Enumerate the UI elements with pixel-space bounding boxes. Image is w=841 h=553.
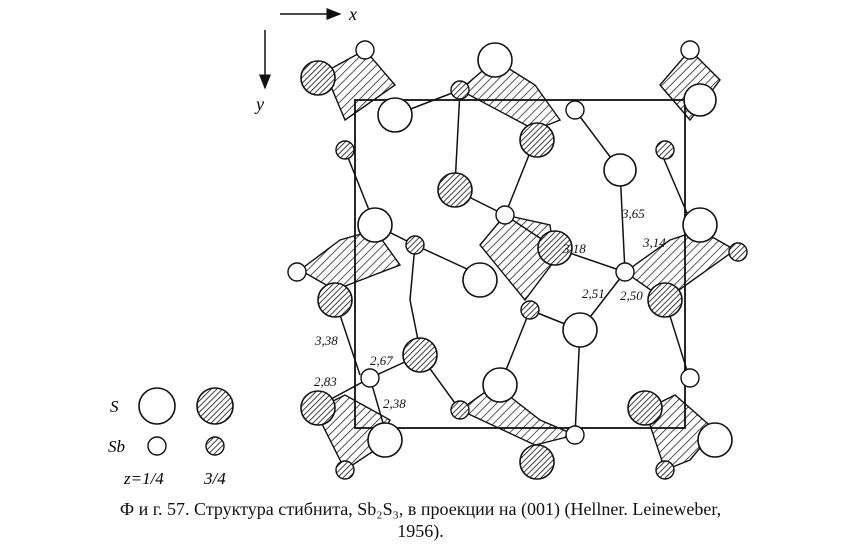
atom <box>537 230 573 266</box>
distance-label: 3,38 <box>314 333 338 348</box>
antimony-atoms-z-quarter <box>287 40 700 445</box>
distance-label: 3,18 <box>562 241 586 256</box>
atom <box>562 312 598 348</box>
distance-label: 2,51 <box>582 286 605 301</box>
atom <box>287 262 307 282</box>
legend-s-label: S <box>110 397 119 416</box>
atom <box>402 337 438 373</box>
atom <box>519 122 555 158</box>
atom <box>697 422 733 458</box>
atom <box>355 40 375 60</box>
axis-arrows: x y <box>254 4 357 114</box>
atom <box>377 97 413 133</box>
atom <box>519 444 555 480</box>
atom <box>405 235 425 255</box>
distance-label: 2,38 <box>383 396 406 411</box>
legend-s-open-atom <box>138 387 176 425</box>
atom <box>300 390 336 426</box>
atom <box>603 153 637 187</box>
atom <box>450 80 470 100</box>
y-axis-label: y <box>254 94 264 114</box>
sulfur-atoms-z-quarter <box>357 42 733 458</box>
atom <box>360 368 380 388</box>
atom <box>437 172 473 208</box>
atom <box>462 262 498 298</box>
polyhedron-top-right <box>659 48 721 122</box>
atom <box>357 207 393 243</box>
polyhedron-top-center <box>458 59 562 131</box>
polyhedron-top-left <box>324 49 397 122</box>
atom <box>680 40 700 60</box>
atom <box>655 140 675 160</box>
legend-sb-hatched-atom <box>205 436 225 456</box>
legend-s-hatched-atom <box>196 387 234 425</box>
atom <box>367 422 403 458</box>
atom <box>450 400 470 420</box>
legend-z-high: 3/4 <box>203 469 226 488</box>
atom <box>683 83 717 117</box>
atom <box>300 60 336 96</box>
distance-label: 3,65 <box>621 206 645 221</box>
figure-caption-line-1: Ф и г. 57. Структура стибнита, Sb₂S₃, в … <box>119 499 722 519</box>
atom <box>627 390 663 426</box>
distance-labels: 3,65 3,18 3,14 2,51 2,50 3,38 2,67 2,83 … <box>314 206 666 411</box>
distance-label: 2,83 <box>314 374 337 389</box>
legend: S Sb z=1/4 3/4 <box>108 387 234 488</box>
atom <box>495 205 515 225</box>
atom <box>682 207 718 243</box>
atom <box>477 42 513 78</box>
atom <box>565 100 585 120</box>
atom <box>335 460 355 480</box>
antimony-atoms-z-three-quarter <box>335 80 748 480</box>
atom <box>728 242 748 262</box>
polyhedron-bottom-center <box>458 384 578 446</box>
polyhedra <box>298 48 737 472</box>
distance-label: 2,50 <box>620 288 643 303</box>
atom <box>317 282 353 318</box>
legend-sb-label: Sb <box>108 437 125 456</box>
distance-label: 3,14 <box>642 235 666 250</box>
distance-label: 2,67 <box>370 353 393 368</box>
atom <box>647 282 683 318</box>
atom <box>335 140 355 160</box>
sulfur-atoms-z-three-quarter <box>300 60 683 480</box>
atom <box>482 367 518 403</box>
atom <box>615 262 635 282</box>
x-axis-label: x <box>348 4 357 24</box>
legend-z-low: z=1/4 <box>123 469 164 488</box>
atom <box>520 300 540 320</box>
figure-caption-line-2: 1956). <box>397 521 444 541</box>
atom <box>680 368 700 388</box>
atom <box>565 425 585 445</box>
legend-sb-open-atom <box>147 436 167 456</box>
atom <box>655 460 675 480</box>
